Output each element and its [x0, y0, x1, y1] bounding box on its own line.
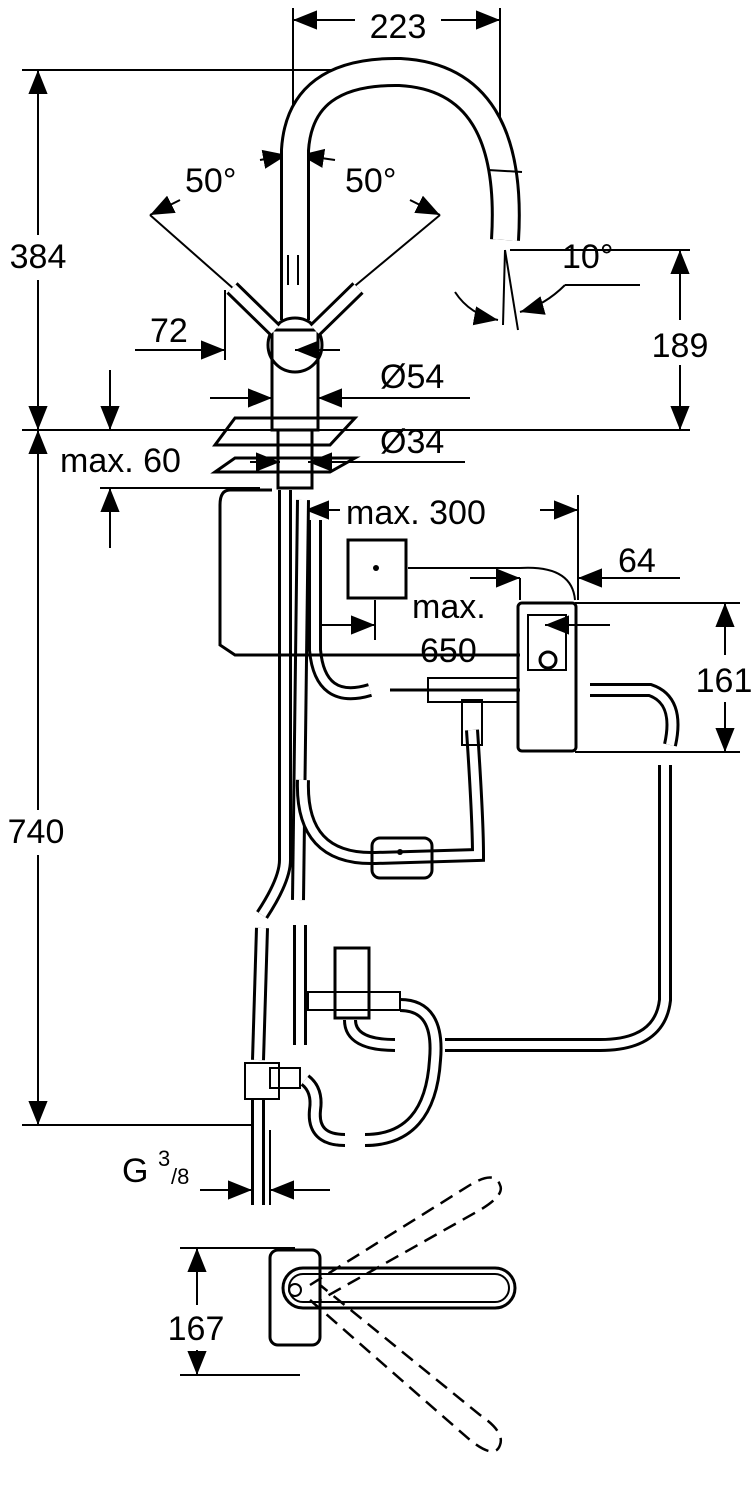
- label-top-view-height: 167: [168, 1310, 225, 1348]
- handle-icon: [266, 316, 324, 374]
- label-lever-angle-right: 50°: [345, 162, 396, 200]
- label-thread-den: /8: [171, 1164, 189, 1189]
- sensor-box-icon: [346, 538, 408, 600]
- battery-box-icon: [370, 836, 434, 880]
- lever-icon: [281, 1266, 517, 1310]
- tee-valve-icon: [244, 1062, 280, 1100]
- dimension-lines: [22, 8, 740, 1376]
- label-total-height: 384: [10, 238, 67, 276]
- label-thread-num: 3: [158, 1146, 170, 1171]
- label-hose-length: 740: [8, 813, 65, 851]
- label-thread-prefix: G: [122, 1152, 148, 1190]
- label-lever-angle-left: 50°: [185, 162, 236, 200]
- label-max-cable: max.: [412, 588, 486, 626]
- label-max-deck-thickness: max. 60: [60, 442, 181, 480]
- thermostatic-valve-icon: [333, 946, 371, 1020]
- label-module-depth: 64: [618, 542, 656, 580]
- label-max-cable-value: 650: [420, 632, 477, 670]
- hoses: [218, 488, 680, 1205]
- top-view: [268, 1176, 517, 1453]
- label-max-distance: max. 300: [346, 494, 486, 532]
- label-spout-height: 189: [652, 327, 709, 365]
- label-spray-angle: 10°: [562, 238, 613, 276]
- label-lever-offset: 72: [150, 312, 188, 350]
- faucet-body: [210, 56, 523, 490]
- label-body-diameter: Ø54: [380, 358, 444, 396]
- label-hole-diameter: Ø34: [380, 423, 444, 461]
- dimension-labels: 223 50° 50° 384 10° 189 72 Ø54 Ø34 max. …: [8, 8, 753, 1348]
- label-spout-reach: 223: [370, 8, 427, 46]
- controls-and-valves: [244, 538, 578, 1100]
- label-module-height: 161: [696, 662, 753, 700]
